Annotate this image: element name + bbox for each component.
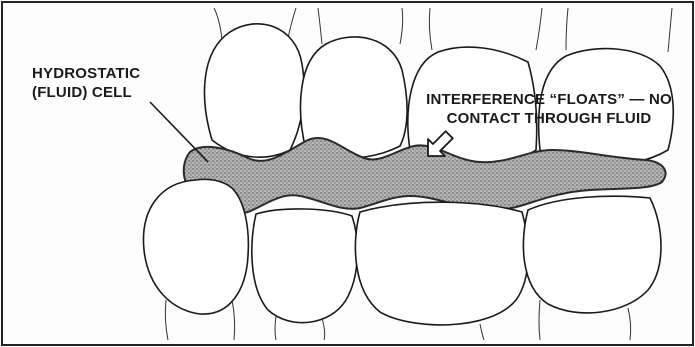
hydrostatic-cell-label-line2: (FLUID) CELL — [32, 83, 140, 102]
lower-tooth-2 — [252, 209, 358, 323]
hydrostatic-cell-label: HYDROSTATIC (FLUID) CELL — [32, 64, 140, 102]
interference-label-line2: CONTACT THROUGH FLUID — [415, 109, 683, 128]
upper-tooth-1 — [205, 24, 305, 157]
lower-teeth — [143, 179, 661, 325]
lower-tooth-1 — [143, 179, 248, 314]
interference-label: INTERFERENCE “FLOATS” — NO CONTACT THROU… — [415, 90, 683, 128]
lower-tooth-3 — [355, 202, 528, 325]
hydrostatic-cell-label-line1: HYDROSTATIC — [32, 64, 140, 83]
lower-tooth-4 — [523, 196, 661, 313]
interference-label-line1: INTERFERENCE “FLOATS” — NO — [415, 90, 683, 109]
leader-line — [150, 102, 208, 162]
